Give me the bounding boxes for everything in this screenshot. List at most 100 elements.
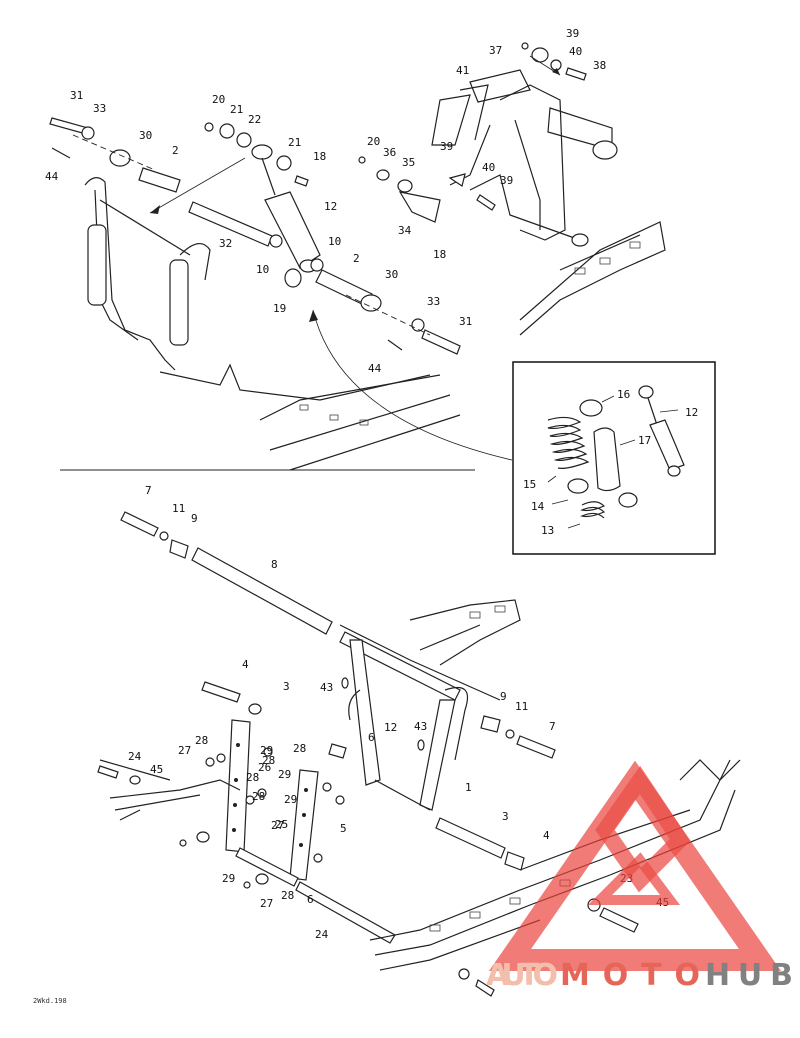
callout-bottom-33: 3: [502, 810, 509, 823]
callout-top-24: 18: [433, 248, 446, 261]
callout-top-0: 31: [70, 89, 83, 102]
callout-bottom-9: 6: [368, 731, 375, 744]
callout-bottom-28: 29: [222, 872, 235, 885]
shaft-5: [435, 817, 506, 859]
callout-bottom-8: 43: [414, 720, 427, 733]
callout-top-31: 40: [569, 45, 582, 58]
callout-bottom-31: 5: [340, 822, 347, 835]
callout-bottom-21: 29: [278, 768, 291, 781]
callout-top-5: 20: [212, 93, 225, 106]
callout-top-6: 21: [230, 103, 243, 116]
callout-top-25: 39: [440, 140, 453, 153]
link-26-left: [225, 719, 251, 853]
callout-bottom-19: 28: [262, 754, 275, 767]
shock-absorber-12-inset: [638, 385, 685, 477]
callout-bottom-25: 29: [284, 793, 297, 806]
callout-bottom-7: 12: [384, 721, 397, 734]
callout-top-32: 38: [593, 59, 606, 72]
callout-top-17: 33: [427, 295, 440, 308]
callout-top-20: 20: [367, 135, 380, 148]
shock-absorber-12-top: [251, 144, 321, 273]
callout-bottom-29: 27: [260, 897, 273, 910]
callout-top-21: 36: [383, 146, 396, 159]
callout-bottom-4: 4: [242, 658, 249, 671]
callout-top-29: 41: [456, 64, 469, 77]
callout-bottom-1: 11: [172, 502, 185, 515]
callout-bottom-11: 9: [500, 690, 507, 703]
callout-top-10: 12: [324, 200, 337, 213]
spacer-2-upper: [138, 167, 181, 193]
shock-detail-inset: [512, 361, 716, 555]
callout-inset-1: 12: [685, 406, 698, 419]
bottom-suspension-assembly: [97, 511, 741, 997]
callout-bottom-15: 45: [150, 763, 163, 776]
callout-bottom-30: 28: [281, 889, 294, 902]
boot-17: [593, 427, 621, 492]
callout-bottom-6: 43: [320, 681, 333, 694]
callout-top-23: 34: [398, 224, 412, 237]
callout-bottom-12: 11: [515, 700, 528, 713]
ring-14: [567, 478, 589, 494]
callout-top-2: 30: [139, 129, 152, 142]
callout-inset-4: 14: [531, 500, 545, 513]
callout-top-4: 44: [45, 170, 59, 183]
lock-nut: [618, 492, 638, 508]
callout-top-14: 19: [273, 302, 286, 315]
callout-inset-5: 13: [541, 524, 554, 537]
spring-15: [547, 416, 590, 469]
callout-top-1: 33: [93, 102, 106, 115]
callout-top-3: 2: [172, 144, 179, 157]
callout-bottom-37: 24: [315, 928, 329, 941]
callout-top-12: 10: [256, 263, 269, 276]
callout-bottom-2: 9: [191, 512, 198, 525]
shaft-8: [191, 547, 333, 635]
callout-top-30: 39: [566, 27, 579, 40]
callout-bottom-3: 8: [271, 558, 278, 571]
callout-top-22: 35: [402, 156, 415, 169]
callout-inset-3: 15: [523, 478, 536, 491]
callout-top-15: 2: [353, 252, 360, 265]
callout-bottom-22: 28: [246, 771, 259, 784]
callout-bottom-34: 4: [543, 829, 550, 842]
callout-bottom-27: 28: [293, 742, 306, 755]
callout-top-19: 44: [368, 362, 382, 375]
callout-bottom-5: 3: [283, 680, 290, 693]
callout-bottom-24: 27: [271, 819, 284, 832]
shaft-32: [188, 201, 273, 247]
callout-bottom-13: 7: [549, 720, 556, 733]
rear-arm-assembly: [358, 42, 666, 336]
drawing-code: 2Wkd.198: [33, 997, 67, 1005]
callout-bottom-32: 6: [307, 893, 314, 906]
callout-labels: 3133302442021222118123210101923033314420…: [45, 27, 698, 941]
automotohub-logo-mark: [488, 760, 782, 971]
callout-bottom-16: 27: [178, 744, 191, 757]
brand-text-hub: HUB: [705, 958, 793, 993]
callout-bottom-18: 29: [260, 744, 273, 757]
automotohub-watermark: AUTO MOTO HUB: [486, 760, 793, 993]
callout-inset-2: 17: [638, 434, 651, 447]
spring-13: [580, 501, 606, 519]
link-26-right: [289, 769, 319, 881]
callout-top-7: 22: [248, 113, 261, 126]
callout-top-8: 21: [288, 136, 301, 149]
callout-top-16: 30: [385, 268, 398, 281]
callout-bottom-20: 26: [258, 761, 271, 774]
callout-inset-0: 16: [617, 388, 630, 401]
callout-bottom-26: 25: [275, 818, 288, 831]
callout-top-11: 32: [219, 237, 232, 250]
callout-bottom-14: 24: [128, 750, 142, 763]
callout-bottom-0: 7: [145, 484, 152, 497]
callout-bottom-17: 28: [195, 734, 208, 747]
callout-top-28: 37: [489, 44, 502, 57]
callout-top-9: 18: [313, 150, 326, 163]
cap-16: [579, 399, 603, 417]
callout-bottom-10: 1: [465, 781, 472, 794]
callout-top-13: 10: [328, 235, 341, 248]
brand-text-auto: AUTO: [486, 958, 558, 993]
callout-top-27: 39: [500, 174, 513, 187]
callout-bottom-23: 28: [252, 790, 265, 803]
callout-top-26: 40: [482, 161, 495, 174]
top-shock-assembly: [49, 42, 666, 471]
callout-top-18: 31: [459, 315, 472, 328]
